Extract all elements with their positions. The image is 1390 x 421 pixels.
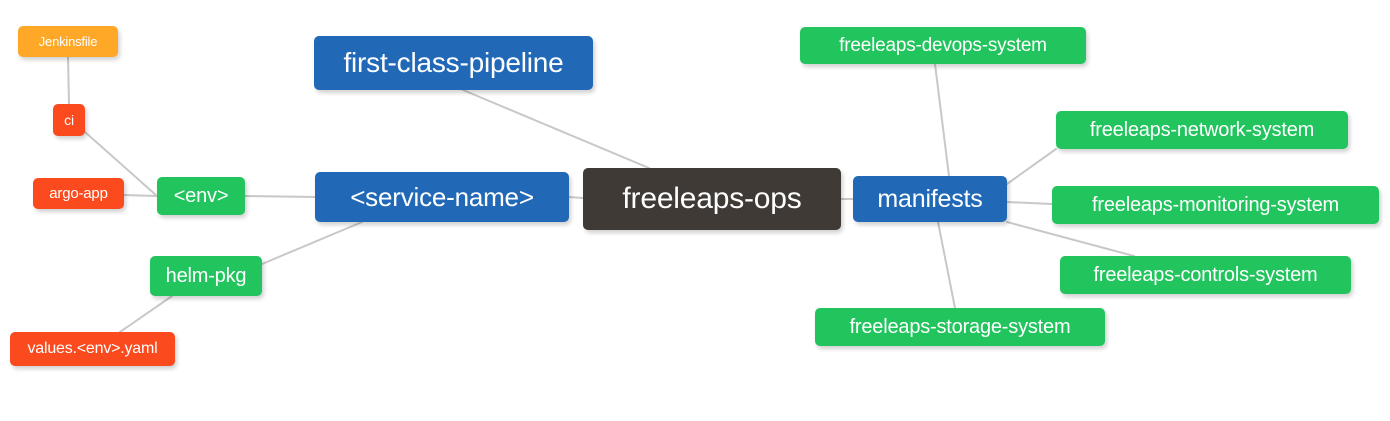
- node-service-name[interactable]: <service-name>: [315, 172, 569, 222]
- edge-manifests-devops: [934, 63, 950, 177]
- node-label-freeleaps-devops-system: freeleaps-devops-system: [839, 35, 1047, 56]
- node-label-ci: ci: [64, 112, 74, 128]
- node-label-freeleaps-network-system: freeleaps-network-system: [1089, 119, 1315, 141]
- node-freeleaps-devops-system[interactable]: freeleaps-devops-system: [800, 27, 1086, 64]
- node-label-argo-app: argo-app: [49, 185, 108, 202]
- node-label-freeleaps-storage-system: freeleaps-storage-system: [849, 316, 1071, 338]
- node-label-freeleaps-ops: freeleaps-ops: [622, 182, 802, 215]
- node-first-class-pipeline[interactable]: first-class-pipeline: [314, 36, 593, 90]
- node-label-first-class-pipeline: first-class-pipeline: [343, 47, 564, 78]
- edge-manifests-network: [1006, 148, 1057, 185]
- edge-helmpkg-valuesyaml: [119, 295, 173, 333]
- node-label-freeleaps-controls-system: freeleaps-controls-system: [1093, 264, 1318, 286]
- node-freeleaps-network-system[interactable]: freeleaps-network-system: [1056, 111, 1348, 149]
- edge-manifests-storage: [937, 221, 956, 309]
- node-label-env: <env>: [173, 185, 229, 207]
- node-argo-app[interactable]: argo-app: [33, 178, 124, 209]
- node-env[interactable]: <env>: [157, 177, 245, 215]
- node-label-helm-pkg: helm-pkg: [165, 265, 247, 287]
- node-helm-pkg[interactable]: helm-pkg: [150, 256, 262, 296]
- edge-servicename-ops: [568, 196, 584, 199]
- edge-manifests-monitoring: [1006, 201, 1053, 205]
- node-label-freeleaps-monitoring-system: freeleaps-monitoring-system: [1092, 194, 1339, 216]
- edge-manifests-controls: [1006, 221, 1135, 257]
- node-manifests[interactable]: manifests: [853, 176, 1007, 222]
- node-freeleaps-controls-system[interactable]: freeleaps-controls-system: [1060, 256, 1351, 294]
- node-values-yaml[interactable]: values.<env>.yaml: [10, 332, 175, 366]
- node-freeleaps-storage-system[interactable]: freeleaps-storage-system: [815, 308, 1105, 346]
- edge-argoapp-env: [123, 194, 158, 197]
- edge-env-servicename: [244, 195, 316, 198]
- node-jenkinsfile[interactable]: Jenkinsfile: [18, 26, 118, 57]
- node-label-values-yaml: values.<env>.yaml: [27, 340, 158, 357]
- edge-pipeline-ops: [462, 89, 650, 169]
- node-label-jenkinsfile: Jenkinsfile: [38, 34, 98, 49]
- node-label-service-name: <service-name>: [350, 182, 534, 212]
- node-label-manifests: manifests: [877, 184, 983, 213]
- node-ci[interactable]: ci: [53, 104, 85, 136]
- edge-servicename-helmpkg: [261, 221, 363, 265]
- node-freeleaps-monitoring-system[interactable]: freeleaps-monitoring-system: [1052, 186, 1379, 224]
- node-freeleaps-ops[interactable]: freeleaps-ops: [583, 168, 841, 230]
- edge-jenkinsfile-ci: [67, 56, 70, 105]
